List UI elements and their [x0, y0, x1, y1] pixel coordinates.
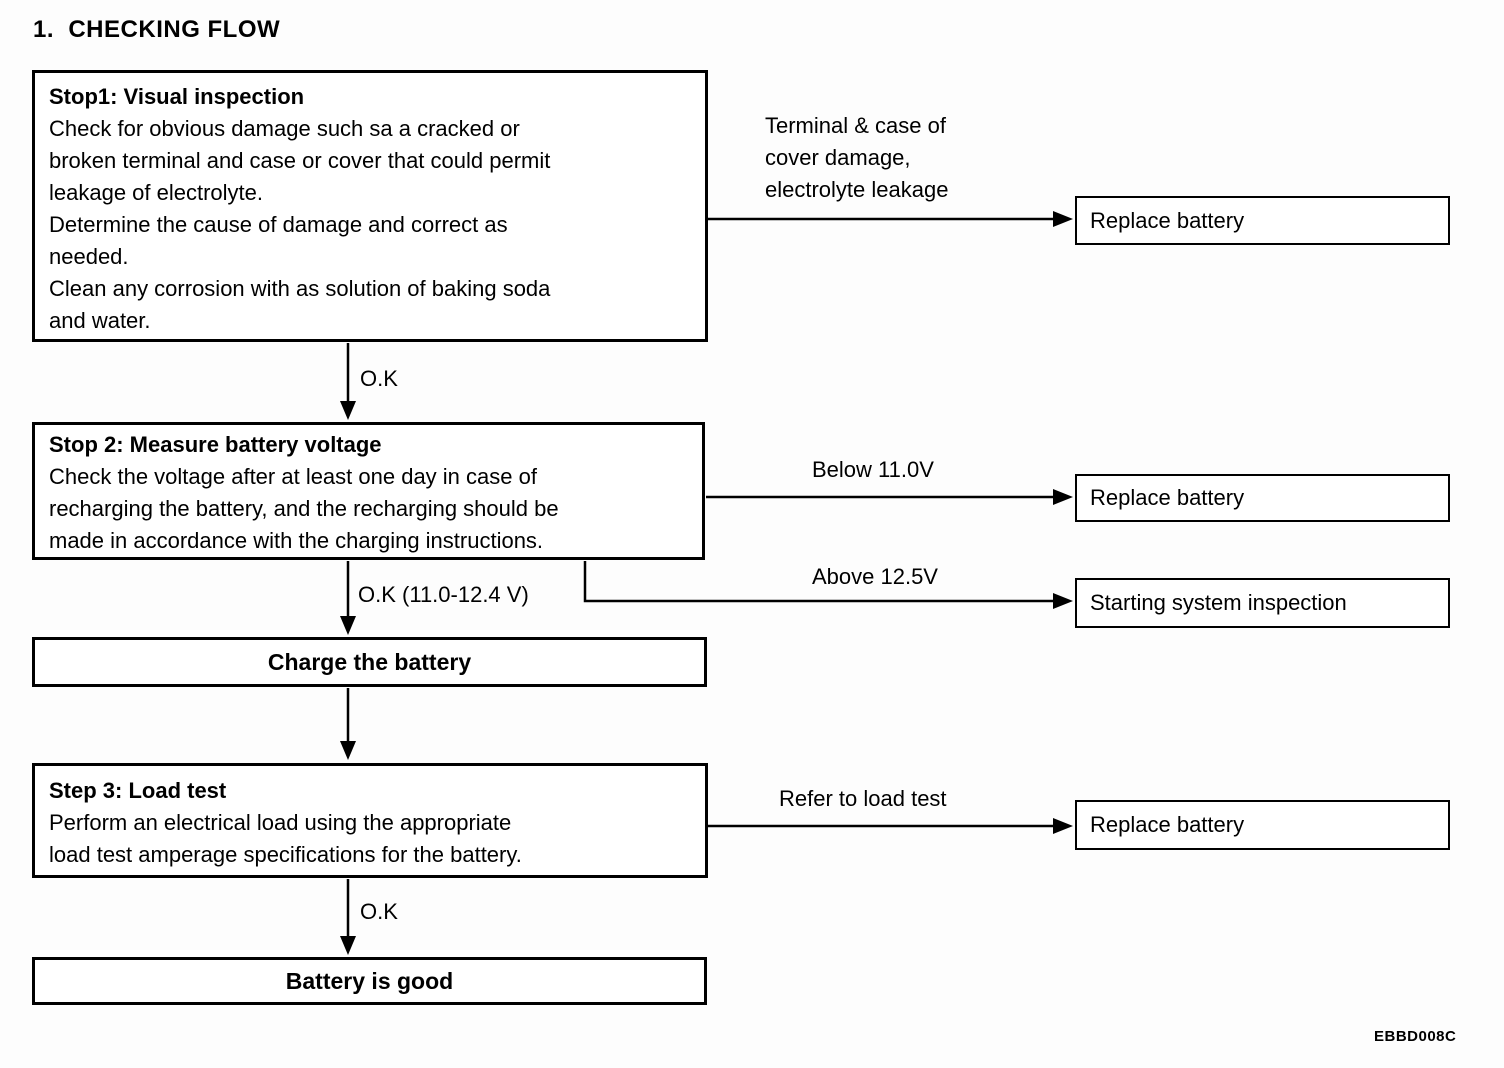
replace-battery-label-1: Replace battery: [1090, 207, 1245, 233]
replace-battery-box-3: Replace battery: [1075, 800, 1450, 850]
arrow-step2-to-replace-battery-head: [1053, 489, 1073, 505]
replace-battery-box-1: Replace battery: [1075, 196, 1450, 245]
charge-battery-box: Charge the battery: [32, 637, 707, 687]
figure-code: EBBD008C: [1374, 1028, 1457, 1045]
step3-load-test-box: Step 3: Load test Perform an electrical …: [32, 763, 708, 878]
starting-system-inspection-label: Starting system inspection: [1090, 590, 1347, 615]
step1-body: Check for obvious damage such sa a crack…: [49, 116, 551, 333]
battery-is-good-label: Battery is good: [285, 968, 454, 994]
arrow-step3-to-replace-battery-head: [1053, 818, 1073, 834]
arrow-charge-to-step3-head: [340, 741, 356, 760]
step2-body: Check the voltage after at least one day…: [49, 464, 559, 553]
step2-measure-voltage-box: Stop 2: Measure battery voltage Check th…: [32, 422, 705, 560]
edge-label-ok-3: O.K: [360, 899, 398, 924]
page-title: 1. CHECKING FLOW: [33, 16, 281, 43]
step3-heading: Step 3: Load test: [49, 778, 227, 803]
edge-label-refer-load-test: Refer to load test: [779, 786, 947, 811]
step2-heading: Stop 2: Measure battery voltage: [49, 432, 382, 457]
arrow-step1-to-replace-battery-head: [1053, 211, 1073, 227]
replace-battery-label-2: Replace battery: [1090, 485, 1245, 510]
starting-system-inspection-box: Starting system inspection: [1075, 578, 1450, 628]
arrow-step2-to-starting-system-head: [1053, 593, 1073, 609]
replace-battery-label-3: Replace battery: [1090, 812, 1245, 837]
edge-label-below-11v: Below 11.0V: [812, 457, 934, 482]
edge-label-terminal-damage: Terminal & case of cover damage, electro…: [765, 113, 949, 202]
step3-body: Perform an electrical load using the app…: [49, 810, 522, 867]
step1-visual-inspection-box: Stop1: Visual inspection Check for obvio…: [32, 70, 708, 342]
battery-is-good-box: Battery is good: [32, 957, 707, 1005]
arrow-step1-to-step2-head: [340, 401, 356, 420]
step1-heading: Stop1: Visual inspection: [49, 84, 305, 109]
replace-battery-box-2: Replace battery: [1075, 474, 1450, 522]
edge-label-ok-1: O.K: [360, 366, 398, 391]
edge-label-above-12-5v: Above 12.5V: [812, 564, 938, 589]
charge-battery-label: Charge the battery: [267, 649, 472, 675]
arrow-step3-to-good-head: [340, 936, 356, 955]
edge-label-ok-voltage-range: O.K (11.0-12.4 V): [358, 582, 529, 607]
arrow-step2-to-charge-head: [340, 616, 356, 635]
